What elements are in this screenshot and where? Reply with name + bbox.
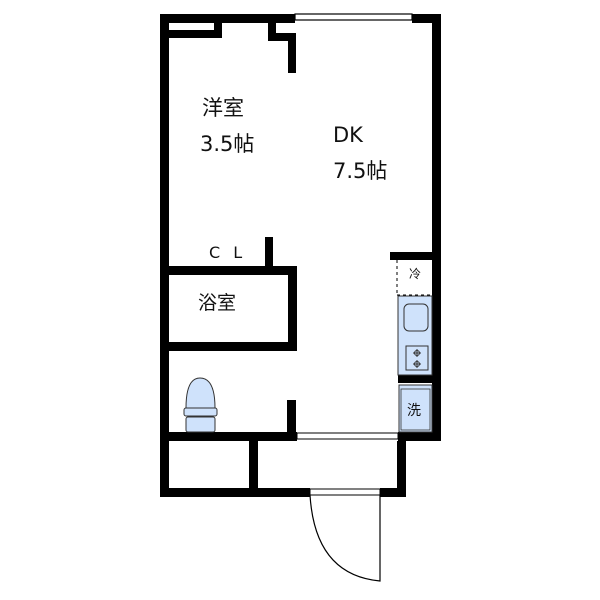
dk-room-size: 7.5帖 xyxy=(333,159,388,183)
bathroom-label: 浴室 xyxy=(198,292,237,314)
stove-icon xyxy=(405,345,429,371)
closet-label: C L xyxy=(209,243,247,262)
western-room-size: 3.5帖 xyxy=(200,132,255,156)
washer-label: 洗 xyxy=(407,403,421,419)
opening xyxy=(296,432,399,440)
sink-icon xyxy=(403,303,429,332)
toilet-icon xyxy=(183,377,218,433)
burner-icon xyxy=(413,349,421,368)
window xyxy=(294,13,413,21)
entrance-threshold xyxy=(309,488,381,496)
door-swing-icon xyxy=(309,494,381,582)
dk-room-name: DK xyxy=(333,123,363,147)
walls xyxy=(160,14,441,497)
fridge-label: 冷 xyxy=(409,267,422,281)
western-room-name: 洋室 xyxy=(202,96,244,120)
